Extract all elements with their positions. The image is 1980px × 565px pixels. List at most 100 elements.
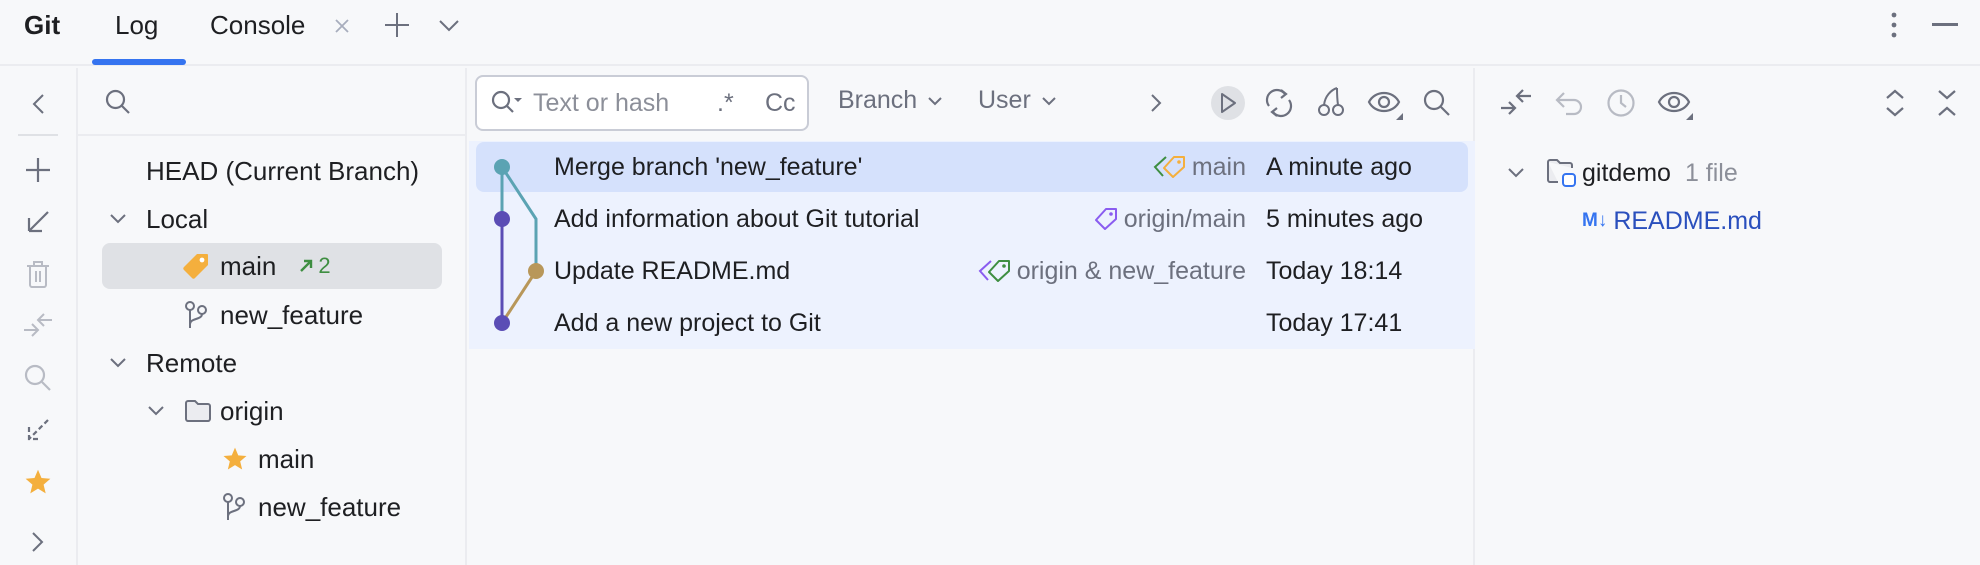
commit-node: [528, 263, 544, 279]
close-tab-icon[interactable]: [330, 14, 354, 38]
cherry-pick-icon[interactable]: [1314, 84, 1348, 120]
commit-date: 5 minutes ago: [1266, 204, 1424, 233]
tree-item-local-main[interactable]: main 2: [102, 243, 442, 289]
search-icon: [104, 88, 132, 116]
history-icon[interactable]: [1604, 86, 1638, 120]
folder-name: gitdemo: [1582, 158, 1671, 187]
file-name: README.md: [1613, 206, 1762, 235]
favorite-star-icon[interactable]: [20, 464, 56, 500]
commit-message: Add information about Git tutorial: [554, 204, 920, 233]
commit-date: Today 18:14: [1266, 256, 1403, 285]
commit-row[interactable]: Add information about Git tutorial origi…: [476, 194, 1468, 244]
commit-refs: origin & new_feature: [977, 257, 1246, 286]
collapse-all-icon[interactable]: [1932, 86, 1962, 120]
chevron-down-icon: [1042, 96, 1056, 105]
ahead-count: 2: [298, 253, 331, 279]
tree-group-origin[interactable]: origin: [102, 388, 442, 434]
local-remote-tag-icon: [1153, 156, 1185, 178]
tree-item-origin-new-feature[interactable]: new_feature: [102, 484, 442, 530]
search-icon[interactable]: [1420, 86, 1454, 120]
fetch-icon[interactable]: [22, 414, 54, 446]
chevron-down-icon: [928, 96, 942, 105]
module-folder-icon: [1546, 158, 1578, 188]
tab-log[interactable]: Log: [115, 10, 159, 40]
folder-icon: [184, 399, 212, 423]
branches-panel: [78, 68, 467, 565]
commit-refs: main: [1152, 153, 1246, 182]
commit-node: [494, 159, 510, 175]
chevron-down-icon[interactable]: [146, 401, 166, 421]
commit-row[interactable]: Update README.md origin & new_feature To…: [476, 246, 1468, 296]
log-search-field[interactable]: Text or hash .* Cc: [475, 75, 809, 131]
branch-name: main: [220, 250, 277, 281]
remote-name: origin: [220, 395, 284, 426]
match-case-toggle[interactable]: Cc: [765, 88, 796, 117]
commit-message: Add a new project to Git: [554, 308, 821, 337]
toolbar-separator: [18, 134, 58, 136]
new-branch-icon[interactable]: [22, 154, 54, 186]
commit-date: Today 17:41: [1266, 308, 1403, 337]
compare-branches-icon[interactable]: [20, 308, 56, 340]
search-icon[interactable]: [22, 362, 54, 394]
view-options-eye-icon[interactable]: [1366, 86, 1406, 122]
branch-name: new_feature: [258, 491, 402, 522]
markdown-file-icon: M↓: [1582, 210, 1608, 231]
commit-date: A minute ago: [1266, 152, 1412, 181]
expand-panel-icon[interactable]: [24, 528, 52, 556]
tool-window-title: Git: [24, 10, 61, 40]
commit-graph: [494, 159, 544, 331]
tree-folder-gitdemo[interactable]: gitdemo 1 file: [1506, 150, 1738, 196]
commit-refs: origin/main: [1092, 205, 1246, 234]
commit-message: Merge branch 'new_feature': [554, 152, 863, 181]
changed-files-panel: [1477, 68, 1980, 565]
go-to-hash-icon[interactable]: [1211, 86, 1245, 120]
regex-toggle[interactable]: .*: [717, 88, 734, 117]
delete-branch-icon[interactable]: [22, 258, 54, 290]
update-branch-icon[interactable]: [22, 206, 54, 238]
view-options-eye-icon[interactable]: [1656, 86, 1696, 122]
tag-icon: [182, 252, 210, 280]
branch-icon: [222, 492, 246, 522]
changed-file-row[interactable]: M↓ README.md: [1582, 198, 1762, 244]
local-group-label: Local: [146, 203, 209, 234]
star-icon: [222, 446, 248, 472]
minimize-icon[interactable]: [1930, 18, 1960, 32]
more-filters-chevron-icon[interactable]: [1144, 90, 1168, 116]
revert-icon[interactable]: [1552, 86, 1586, 120]
expand-all-icon[interactable]: [1880, 86, 1910, 120]
more-options-icon[interactable]: [1882, 10, 1906, 40]
tree-item-origin-main[interactable]: main: [102, 436, 442, 482]
commit-message: Update README.md: [554, 256, 791, 285]
tree-item-head[interactable]: HEAD (Current Branch): [102, 148, 442, 194]
tree-group-local[interactable]: Local: [102, 196, 442, 242]
tabs-dropdown-icon[interactable]: [436, 14, 462, 38]
tree-group-remote[interactable]: Remote: [102, 340, 442, 386]
branch-search-bar[interactable]: [78, 68, 467, 136]
commit-row[interactable]: Add a new project to Git Today 17:41: [476, 298, 1468, 348]
commit-row[interactable]: Merge branch 'new_feature' main A minute…: [476, 142, 1468, 192]
tool-window-header: [0, 0, 1980, 66]
active-tab-indicator: [92, 59, 186, 65]
arrow-up-right-icon: [300, 259, 313, 272]
file-count: 1 file: [1684, 158, 1738, 187]
user-filter[interactable]: User: [978, 86, 1057, 115]
remote-local-tag-icon: [978, 260, 1010, 282]
remote-tag-icon: [1094, 208, 1117, 230]
show-diff-icon[interactable]: [1498, 86, 1534, 120]
remote-group-label: Remote: [146, 347, 238, 378]
collapse-panel-icon[interactable]: [24, 90, 52, 118]
chevron-down-icon[interactable]: [108, 209, 128, 229]
head-label: HEAD (Current Branch): [146, 155, 420, 186]
add-tab-icon[interactable]: [382, 10, 412, 40]
log-search-placeholder: Text or hash: [533, 88, 670, 117]
chevron-down-icon[interactable]: [108, 353, 128, 373]
branch-filter[interactable]: Branch: [838, 86, 943, 115]
chevron-down-icon[interactable]: [1506, 163, 1526, 183]
tree-item-local-new-feature[interactable]: new_feature: [102, 292, 442, 338]
branch-name: new_feature: [220, 299, 364, 330]
tab-console[interactable]: Console: [210, 10, 306, 40]
commit-node: [494, 315, 510, 331]
search-history-icon[interactable]: [491, 90, 523, 116]
refresh-icon[interactable]: [1262, 86, 1296, 120]
commit-node: [494, 211, 510, 227]
